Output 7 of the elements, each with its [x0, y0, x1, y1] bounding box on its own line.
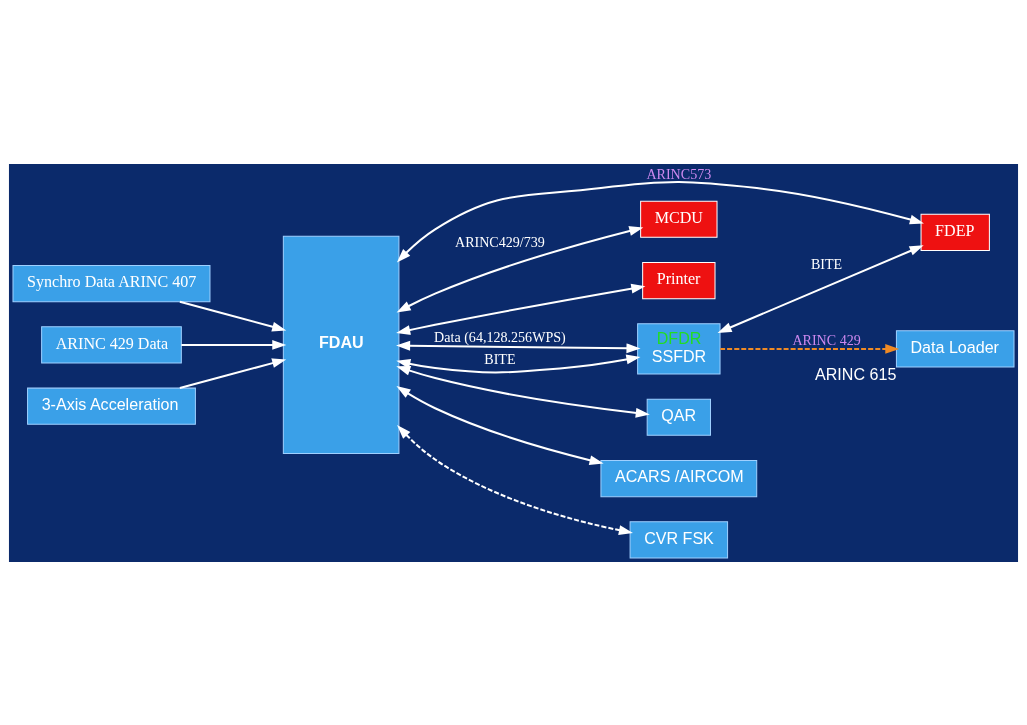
node-label: ARINC 615 [815, 364, 897, 383]
edge-label: BITE [810, 255, 843, 272]
edge-label: ARINC429/739 [455, 233, 545, 250]
edge-label: Data (64,128.256WPS) [434, 328, 566, 345]
edge-label: BITE [484, 350, 516, 367]
edge-label: ARINC 429 [792, 331, 861, 348]
edge-label: ARINC573 [646, 165, 712, 182]
